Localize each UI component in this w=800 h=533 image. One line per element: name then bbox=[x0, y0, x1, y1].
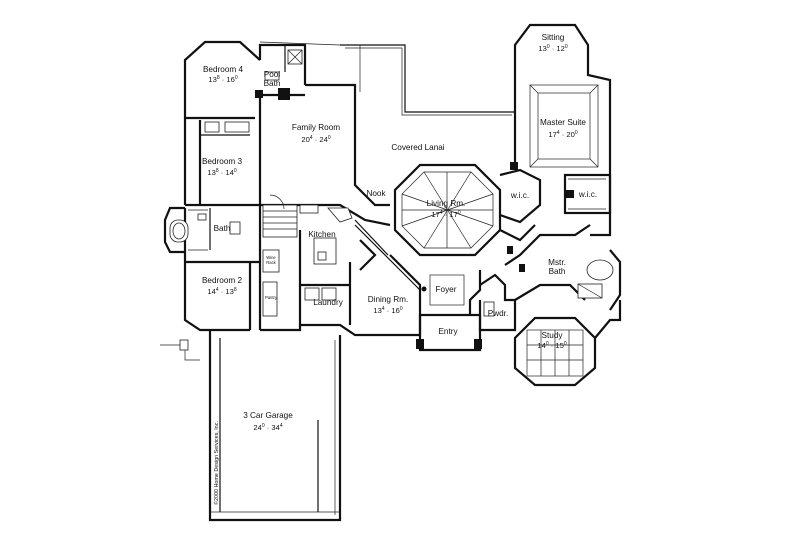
master-suite-dimensions: 174 · 200 bbox=[548, 130, 577, 139]
garage-dimensions: 240 · 344 bbox=[253, 423, 282, 432]
walk-in-closet-right-label: w.i.c. bbox=[578, 190, 597, 199]
wine-rack-label-line1: Wine bbox=[266, 255, 276, 260]
walk-in-closet-left-label: w.i.c. bbox=[510, 191, 529, 200]
dining-foyer-entry-walls bbox=[354, 224, 536, 352]
bedroom3-label: Bedroom 3 bbox=[202, 157, 242, 166]
family-room-label: Family Room bbox=[292, 123, 340, 132]
covered-lanai-label: Covered Lanai bbox=[391, 143, 444, 152]
garage-label: 3 Car Garage bbox=[243, 411, 293, 420]
pool-bath-label-line2: Bath bbox=[264, 79, 281, 88]
study-grid bbox=[526, 329, 584, 377]
master-bath-label-line1: Mstr. bbox=[548, 258, 566, 267]
bedroom4-dimensions: 138 · 160 bbox=[208, 75, 237, 84]
living-room-walls bbox=[393, 163, 502, 257]
family-room-dimensions: 204 · 240 bbox=[301, 135, 330, 144]
bedroom3-dimensions: 138 · 140 bbox=[207, 168, 236, 177]
pool-bath-label-line1: Pool bbox=[264, 70, 281, 79]
foyer-label: Foyer bbox=[436, 285, 457, 294]
dining-room-dimensions: 134 · 160 bbox=[373, 306, 402, 315]
master-wing-walls bbox=[478, 224, 622, 387]
living-room-dimensions: 174 · 170 bbox=[431, 210, 460, 219]
kitchen-label: Kitchen bbox=[308, 230, 336, 239]
bath-label: Bath bbox=[214, 224, 231, 233]
sitting-label: Sitting bbox=[542, 33, 565, 42]
living-room-label: Living Rm. bbox=[427, 199, 466, 208]
study-dimensions: 140 · 150 bbox=[537, 341, 566, 350]
left-wing-fixtures bbox=[169, 49, 303, 251]
master-suite-walls bbox=[499, 23, 612, 237]
dining-room-label: Dining Rm. bbox=[368, 295, 409, 304]
laundry-label: Laundry bbox=[313, 298, 343, 307]
bedroom4-label: Bedroom 4 bbox=[203, 65, 243, 74]
study-label: Study bbox=[542, 331, 564, 340]
sitting-dimensions: 130 · 120 bbox=[538, 44, 567, 53]
bedroom2-label: Bedroom 2 bbox=[202, 276, 242, 285]
master-bath-label-line2: Bath bbox=[549, 267, 566, 276]
room-labels: Bedroom 4 138 · 160 Pool Bath Family Roo… bbox=[202, 33, 597, 505]
nook-label: Nook bbox=[366, 189, 386, 198]
entry-label: Entry bbox=[438, 327, 458, 336]
garage-walls bbox=[160, 330, 342, 522]
powder-room-label: Pwdr. bbox=[488, 309, 508, 318]
bedroom2-dimensions: 144 · 138 bbox=[207, 287, 236, 296]
wine-rack-label-line2: Rack bbox=[266, 260, 276, 265]
core-walls bbox=[258, 83, 420, 337]
copyright-text: ©2000 Home Design Services, Inc. bbox=[213, 421, 220, 505]
master-suite-label: Master Suite bbox=[540, 118, 586, 127]
pantry-label: Pantry bbox=[265, 295, 278, 300]
kitchen-fixtures bbox=[262, 194, 353, 317]
left-wing-walls bbox=[163, 40, 307, 332]
